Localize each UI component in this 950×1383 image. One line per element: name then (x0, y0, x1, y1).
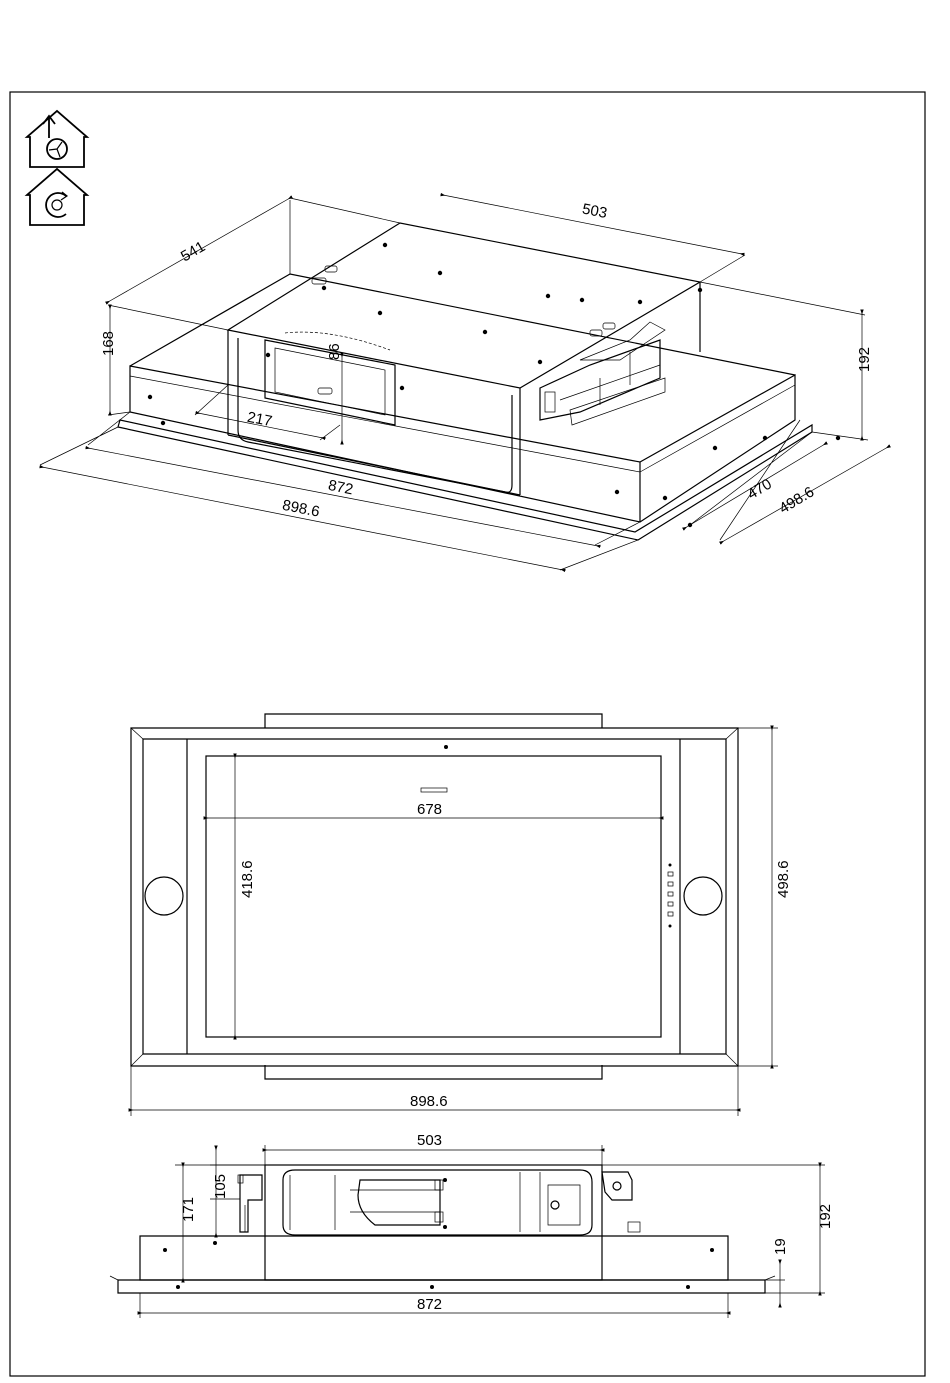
ducted-mode-house-icon (27, 111, 87, 167)
iso-dim-541: 541 (178, 238, 208, 265)
control-panel (668, 864, 673, 928)
bottom-dim-678: 678 (417, 801, 442, 818)
side-dim-19: 19 (772, 1238, 789, 1255)
bottom-view: 678 418.6 498.6 898.6 (131, 714, 792, 1116)
recirculation-mode-house-icon (27, 169, 87, 225)
side-dim-872: 872 (417, 1296, 442, 1313)
iso-dim-498-6: 498.6 (776, 483, 817, 517)
iso-dim-872: 872 (327, 477, 355, 498)
iso-dim-217: 217 (246, 409, 274, 430)
side-dim-105: 105 (212, 1174, 229, 1199)
isometric-view: 503 541 168 192 86 217 872 898.6 470 498… (40, 195, 888, 570)
right-light-circle (684, 877, 722, 915)
sheet-border (10, 92, 925, 1376)
bottom-dim-898-6: 898.6 (410, 1093, 448, 1110)
brand-label (421, 788, 447, 792)
iso-dim-86: 86 (326, 343, 343, 360)
iso-dim-192: 192 (856, 347, 873, 372)
side-dim-503: 503 (417, 1132, 442, 1149)
iso-dim-503: 503 (581, 200, 609, 221)
left-light-circle (145, 877, 183, 915)
filter-panel (206, 756, 661, 1037)
side-dim-192: 192 (817, 1204, 834, 1229)
frame-plate (118, 420, 812, 540)
iso-dim-168: 168 (100, 331, 117, 356)
bottom-dim-418-6: 418.6 (239, 860, 256, 898)
side-view: 503 171 105 192 19 872 (110, 1132, 834, 1318)
iso-dim-898-6: 898.6 (281, 497, 321, 521)
bottom-dim-498-6: 498.6 (775, 860, 792, 898)
side-dim-171: 171 (180, 1197, 197, 1222)
